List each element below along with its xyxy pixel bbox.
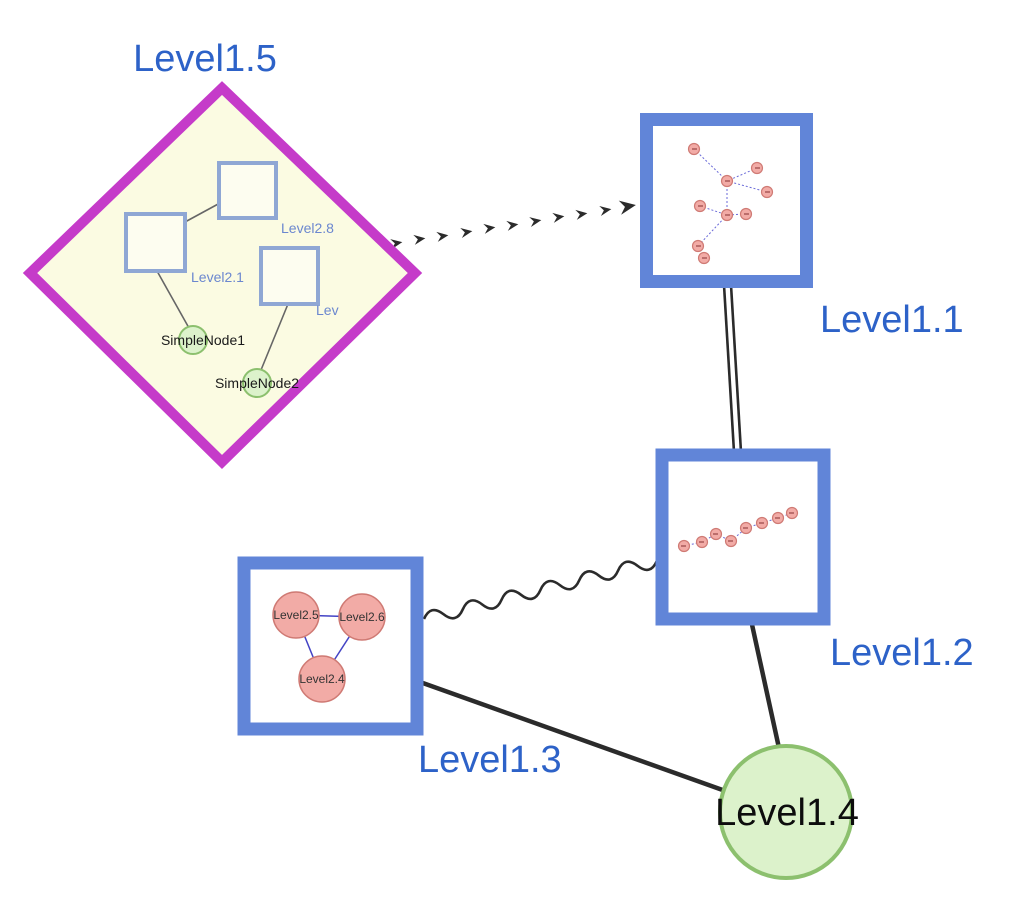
node-level1-5: Level2.8 Level2.1 Lev SimpleNode1 Simple…	[22, 38, 423, 470]
mini-nodes	[687, 142, 774, 265]
edge-square-left-to-simplenode1[interactable]	[156, 270, 190, 329]
mini-node-text-marks	[692, 148, 770, 259]
node-level1-2-label: Level1.2	[830, 632, 974, 674]
edge-level1-3-to-level1-4[interactable]	[419, 679, 732, 796]
node-level2-8-label: Level2.8	[281, 220, 334, 236]
mini-network-level1-3: Level2.5 Level2.6 Level2.4	[272, 591, 386, 703]
mini-node-text-marks	[681, 512, 794, 547]
node-level2-6-label: Level2.6	[339, 610, 385, 624]
node-level2-4-label: Level2.4	[299, 672, 345, 686]
node-lev-label: Lev	[316, 302, 339, 318]
node-level1-3-label: Level1.3	[418, 739, 562, 781]
node-simplenode2-label: SimpleNode2	[215, 375, 299, 391]
node-simplenode1-label: SimpleNode1	[161, 332, 245, 348]
node-level2-5-label: Level2.5	[273, 608, 319, 622]
node-level1-1-shape[interactable]	[640, 113, 813, 288]
node-level1-5-shape[interactable]	[22, 81, 423, 470]
edges-layer	[390, 200, 782, 796]
edge-level1-1-to-level1-2[interactable]	[722, 284, 743, 453]
edge-square-top-to-square-left[interactable]	[184, 202, 221, 223]
node-level1-3: Level2.5 Level2.6 Level2.4 Level1.3	[237, 556, 562, 781]
edge-square-right-to-simplenode2[interactable]	[260, 303, 289, 371]
node-level1-3-shape[interactable]	[237, 556, 424, 736]
node-level2-5-shape[interactable]	[272, 591, 320, 639]
node-level1-4: Level1.4	[715, 744, 859, 880]
node-level1-2: Level1.2	[655, 448, 974, 674]
edge-level1-2-to-level1-4[interactable]	[748, 619, 782, 749]
node-lev-shape[interactable]	[259, 246, 320, 306]
diamond-inner-edges	[156, 202, 289, 371]
node-level1-2-shape[interactable]	[655, 448, 831, 626]
node-simplenode2-shape[interactable]	[242, 368, 272, 398]
node-level1-4-shape[interactable]	[718, 744, 854, 880]
edge-level1-3-to-level1-2[interactable]	[422, 555, 659, 626]
edge-level1-5-to-level1-1[interactable]	[390, 200, 636, 249]
mini-network-level1-2	[677, 506, 799, 553]
node-level1-1-label: Level1.1	[820, 299, 964, 341]
node-level1-5-label: Level1.5	[133, 38, 277, 80]
node-level2-1-shape[interactable]	[124, 212, 187, 273]
node-level2-4-shape[interactable]	[298, 655, 346, 703]
mini-network-level1-1	[687, 142, 774, 265]
node-level1-4-label: Level1.4	[715, 792, 859, 834]
node-simplenode1-shape[interactable]	[178, 325, 208, 355]
node-level1-1: Level1.1	[640, 113, 964, 341]
node-level2-8-shape[interactable]	[217, 161, 278, 220]
node-level2-1-label: Level2.1	[191, 269, 244, 285]
node-level2-6-shape[interactable]	[338, 593, 386, 641]
